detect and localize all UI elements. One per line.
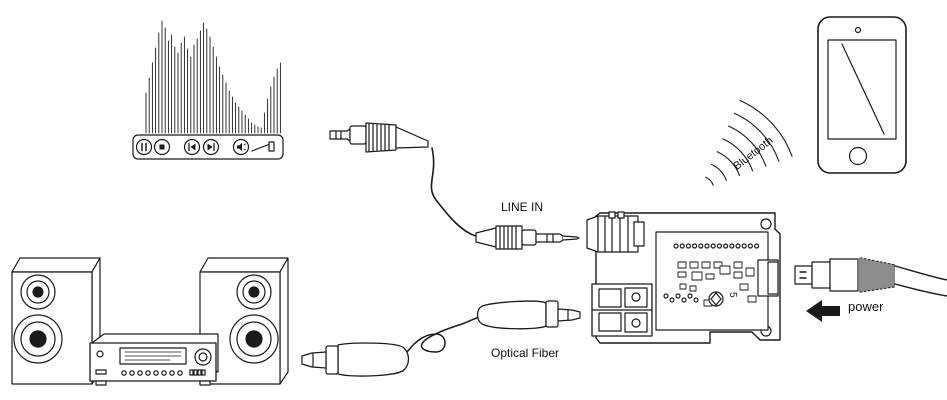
audio-jack-icon bbox=[329, 122, 429, 153]
next-track-icon bbox=[202, 138, 220, 156]
module-pin bbox=[753, 243, 760, 249]
bluetooth-waves-icon bbox=[705, 99, 793, 186]
receiver-button bbox=[145, 370, 151, 376]
smd-component bbox=[689, 261, 699, 269]
volume-slider bbox=[251, 141, 275, 152]
grip-ridge bbox=[891, 263, 895, 288]
aux-cable bbox=[329, 122, 580, 250]
optical-fiber-cable bbox=[301, 300, 581, 377]
bluetooth-wave bbox=[733, 112, 780, 162]
grip-ridge bbox=[879, 261, 883, 290]
smartphone-icon bbox=[817, 16, 907, 174]
module-pin bbox=[747, 243, 754, 249]
grip-ridge bbox=[859, 257, 863, 293]
module-pin bbox=[687, 293, 693, 299]
bluetooth-module: 5 bbox=[655, 231, 769, 331]
power-label: power bbox=[848, 299, 884, 314]
optical-plug-icon bbox=[301, 342, 410, 377]
smd-component bbox=[677, 261, 687, 269]
module-pin bbox=[681, 297, 687, 303]
smd-component bbox=[677, 271, 687, 278]
module-pin bbox=[735, 243, 741, 249]
stereo-receiver-icon bbox=[89, 333, 219, 386]
stop-icon bbox=[153, 138, 171, 156]
receiver-button bbox=[189, 369, 194, 376]
grip-ridge bbox=[871, 259, 875, 291]
receiver-button bbox=[197, 369, 202, 376]
optical-fiber-label: Optical Fiber bbox=[491, 346, 560, 360]
speaker-icon bbox=[11, 257, 101, 385]
smd-component bbox=[745, 267, 755, 277]
module-pin bbox=[729, 243, 735, 249]
smd-component bbox=[689, 285, 697, 292]
arrow-left-icon bbox=[806, 300, 840, 322]
module-pin bbox=[691, 243, 698, 249]
module-pin bbox=[716, 243, 723, 249]
receiver-button bbox=[161, 370, 167, 376]
usb-grip bbox=[859, 257, 895, 293]
grip-ridge bbox=[875, 260, 879, 291]
usb-cable-icon bbox=[794, 257, 947, 297]
line-in-label: LINE IN bbox=[501, 200, 544, 214]
smd-component bbox=[705, 273, 715, 280]
bluetooth-wave bbox=[722, 138, 754, 172]
module-pin bbox=[685, 243, 692, 249]
module-pin bbox=[669, 297, 675, 303]
smd-component bbox=[747, 295, 757, 303]
module-pin bbox=[673, 243, 679, 249]
grip-ridge bbox=[883, 262, 887, 289]
module-pin bbox=[722, 243, 729, 249]
audio-jack-icon bbox=[475, 225, 580, 250]
usb-port bbox=[757, 259, 779, 297]
bluetooth-wave bbox=[705, 176, 714, 186]
receiver-button bbox=[121, 370, 127, 376]
receiver-buttons bbox=[121, 369, 206, 376]
module-pin bbox=[710, 243, 716, 249]
optical-socket bbox=[591, 283, 653, 337]
grip-ridge bbox=[887, 263, 891, 289]
module-pin bbox=[679, 243, 685, 249]
smd-component bbox=[713, 261, 723, 269]
spectrum-bars bbox=[145, 20, 281, 134]
module-pin bbox=[693, 297, 699, 303]
receiver-button bbox=[169, 370, 175, 376]
volume-icon bbox=[232, 138, 250, 156]
module-pin bbox=[741, 243, 747, 249]
receiver-button bbox=[193, 369, 198, 376]
module-pin-row bbox=[663, 243, 760, 303]
bluetooth-wave bbox=[710, 163, 727, 181]
bluetooth-wave bbox=[728, 125, 767, 167]
smd-component bbox=[679, 283, 687, 290]
receiver-button bbox=[201, 369, 206, 376]
grip-ridge bbox=[867, 259, 871, 292]
logo-mark bbox=[708, 291, 724, 307]
module-pin bbox=[675, 293, 681, 299]
smd-component bbox=[733, 271, 743, 279]
grip-ridge bbox=[863, 258, 867, 292]
smd-component bbox=[701, 261, 711, 269]
smd-component bbox=[733, 261, 743, 269]
module-pin bbox=[663, 293, 669, 299]
bluetooth-receiver-board: 5 bbox=[586, 211, 781, 344]
receiver-button bbox=[129, 370, 135, 376]
optical-plug-icon bbox=[476, 300, 581, 330]
svg-text:5: 5 bbox=[727, 292, 738, 298]
smd-component bbox=[719, 265, 731, 275]
smd-component bbox=[739, 283, 749, 291]
pause-icon bbox=[135, 138, 153, 156]
receiver-button bbox=[153, 370, 159, 376]
receiver-button bbox=[177, 370, 183, 376]
smd-component bbox=[691, 271, 703, 281]
bluetooth-wave bbox=[739, 99, 793, 157]
module-pin bbox=[698, 243, 704, 249]
module-pin bbox=[704, 243, 710, 249]
line-in-socket bbox=[586, 211, 645, 253]
bluetooth-wave bbox=[716, 151, 741, 177]
audio-player-icon bbox=[132, 20, 284, 160]
previous-track-icon bbox=[183, 138, 201, 156]
module-components bbox=[677, 261, 757, 307]
receiver-button bbox=[137, 370, 143, 376]
